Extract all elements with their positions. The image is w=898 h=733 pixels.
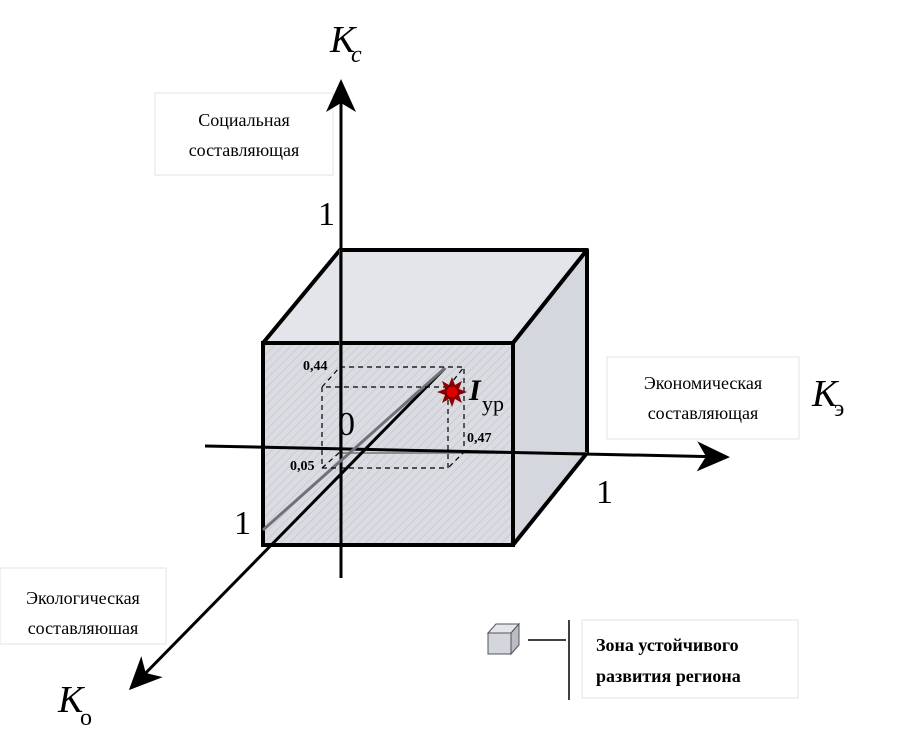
ecological-axis-label: K о: [57, 679, 92, 731]
sustainability-zone-cube: [261, 248, 589, 547]
point-subscript: ур: [482, 391, 504, 416]
point-symbol: I: [468, 374, 482, 407]
value-social: 0,44: [303, 359, 328, 374]
ecological-label-line2: составляюшая: [28, 618, 139, 638]
value-ecological: 0,05: [290, 459, 315, 474]
point-label: I ур: [468, 374, 504, 416]
legend: Зона устойчивого развития региона: [486, 619, 799, 700]
point-projection: [321, 366, 465, 469]
economic-label-line2: составляющая: [648, 403, 759, 423]
social-axis-label: K с: [329, 19, 362, 68]
social-axis-symbol: K: [329, 19, 357, 61]
ecological-label-box: Экологическая составляюшая: [0, 567, 167, 645]
cube-icon: [486, 622, 521, 656]
ecological-unit-label: 1: [234, 505, 251, 542]
economic-axis-symbol: K: [811, 373, 839, 415]
economic-axis-subscript: э: [834, 396, 844, 422]
economic-axis-label: K э: [811, 373, 844, 422]
social-label-line1: Социальная: [198, 110, 290, 130]
economic-unit-label: 1: [596, 474, 613, 511]
axes: [128, 79, 730, 691]
ecological-label-line1: Экологическая: [26, 588, 140, 608]
legend-box: [581, 619, 799, 699]
origin-label: 0: [338, 406, 355, 443]
point-marker: [437, 377, 467, 407]
value-economic: 0,47: [467, 431, 492, 446]
ecological-axis-inner: [262, 366, 446, 532]
ecological-axis-subscript: о: [80, 705, 92, 731]
point-dot: [445, 385, 459, 399]
economic-label-line1: Экономическая: [644, 373, 762, 393]
ecological-axis: [128, 366, 447, 691]
ecological-axis-symbol: K: [57, 679, 85, 721]
economic-label-box: Экономическая составляющая: [606, 356, 800, 440]
social-unit-label: 1: [318, 196, 335, 233]
economic-axis: [204, 441, 730, 472]
social-axis-subscript: с: [351, 42, 362, 68]
social-label-line2: составляющая: [189, 140, 300, 160]
legend-line1: Зона устойчивого: [596, 635, 739, 655]
legend-line2: развития региона: [596, 666, 741, 686]
social-label-box: Социальная составляющая: [154, 92, 334, 176]
